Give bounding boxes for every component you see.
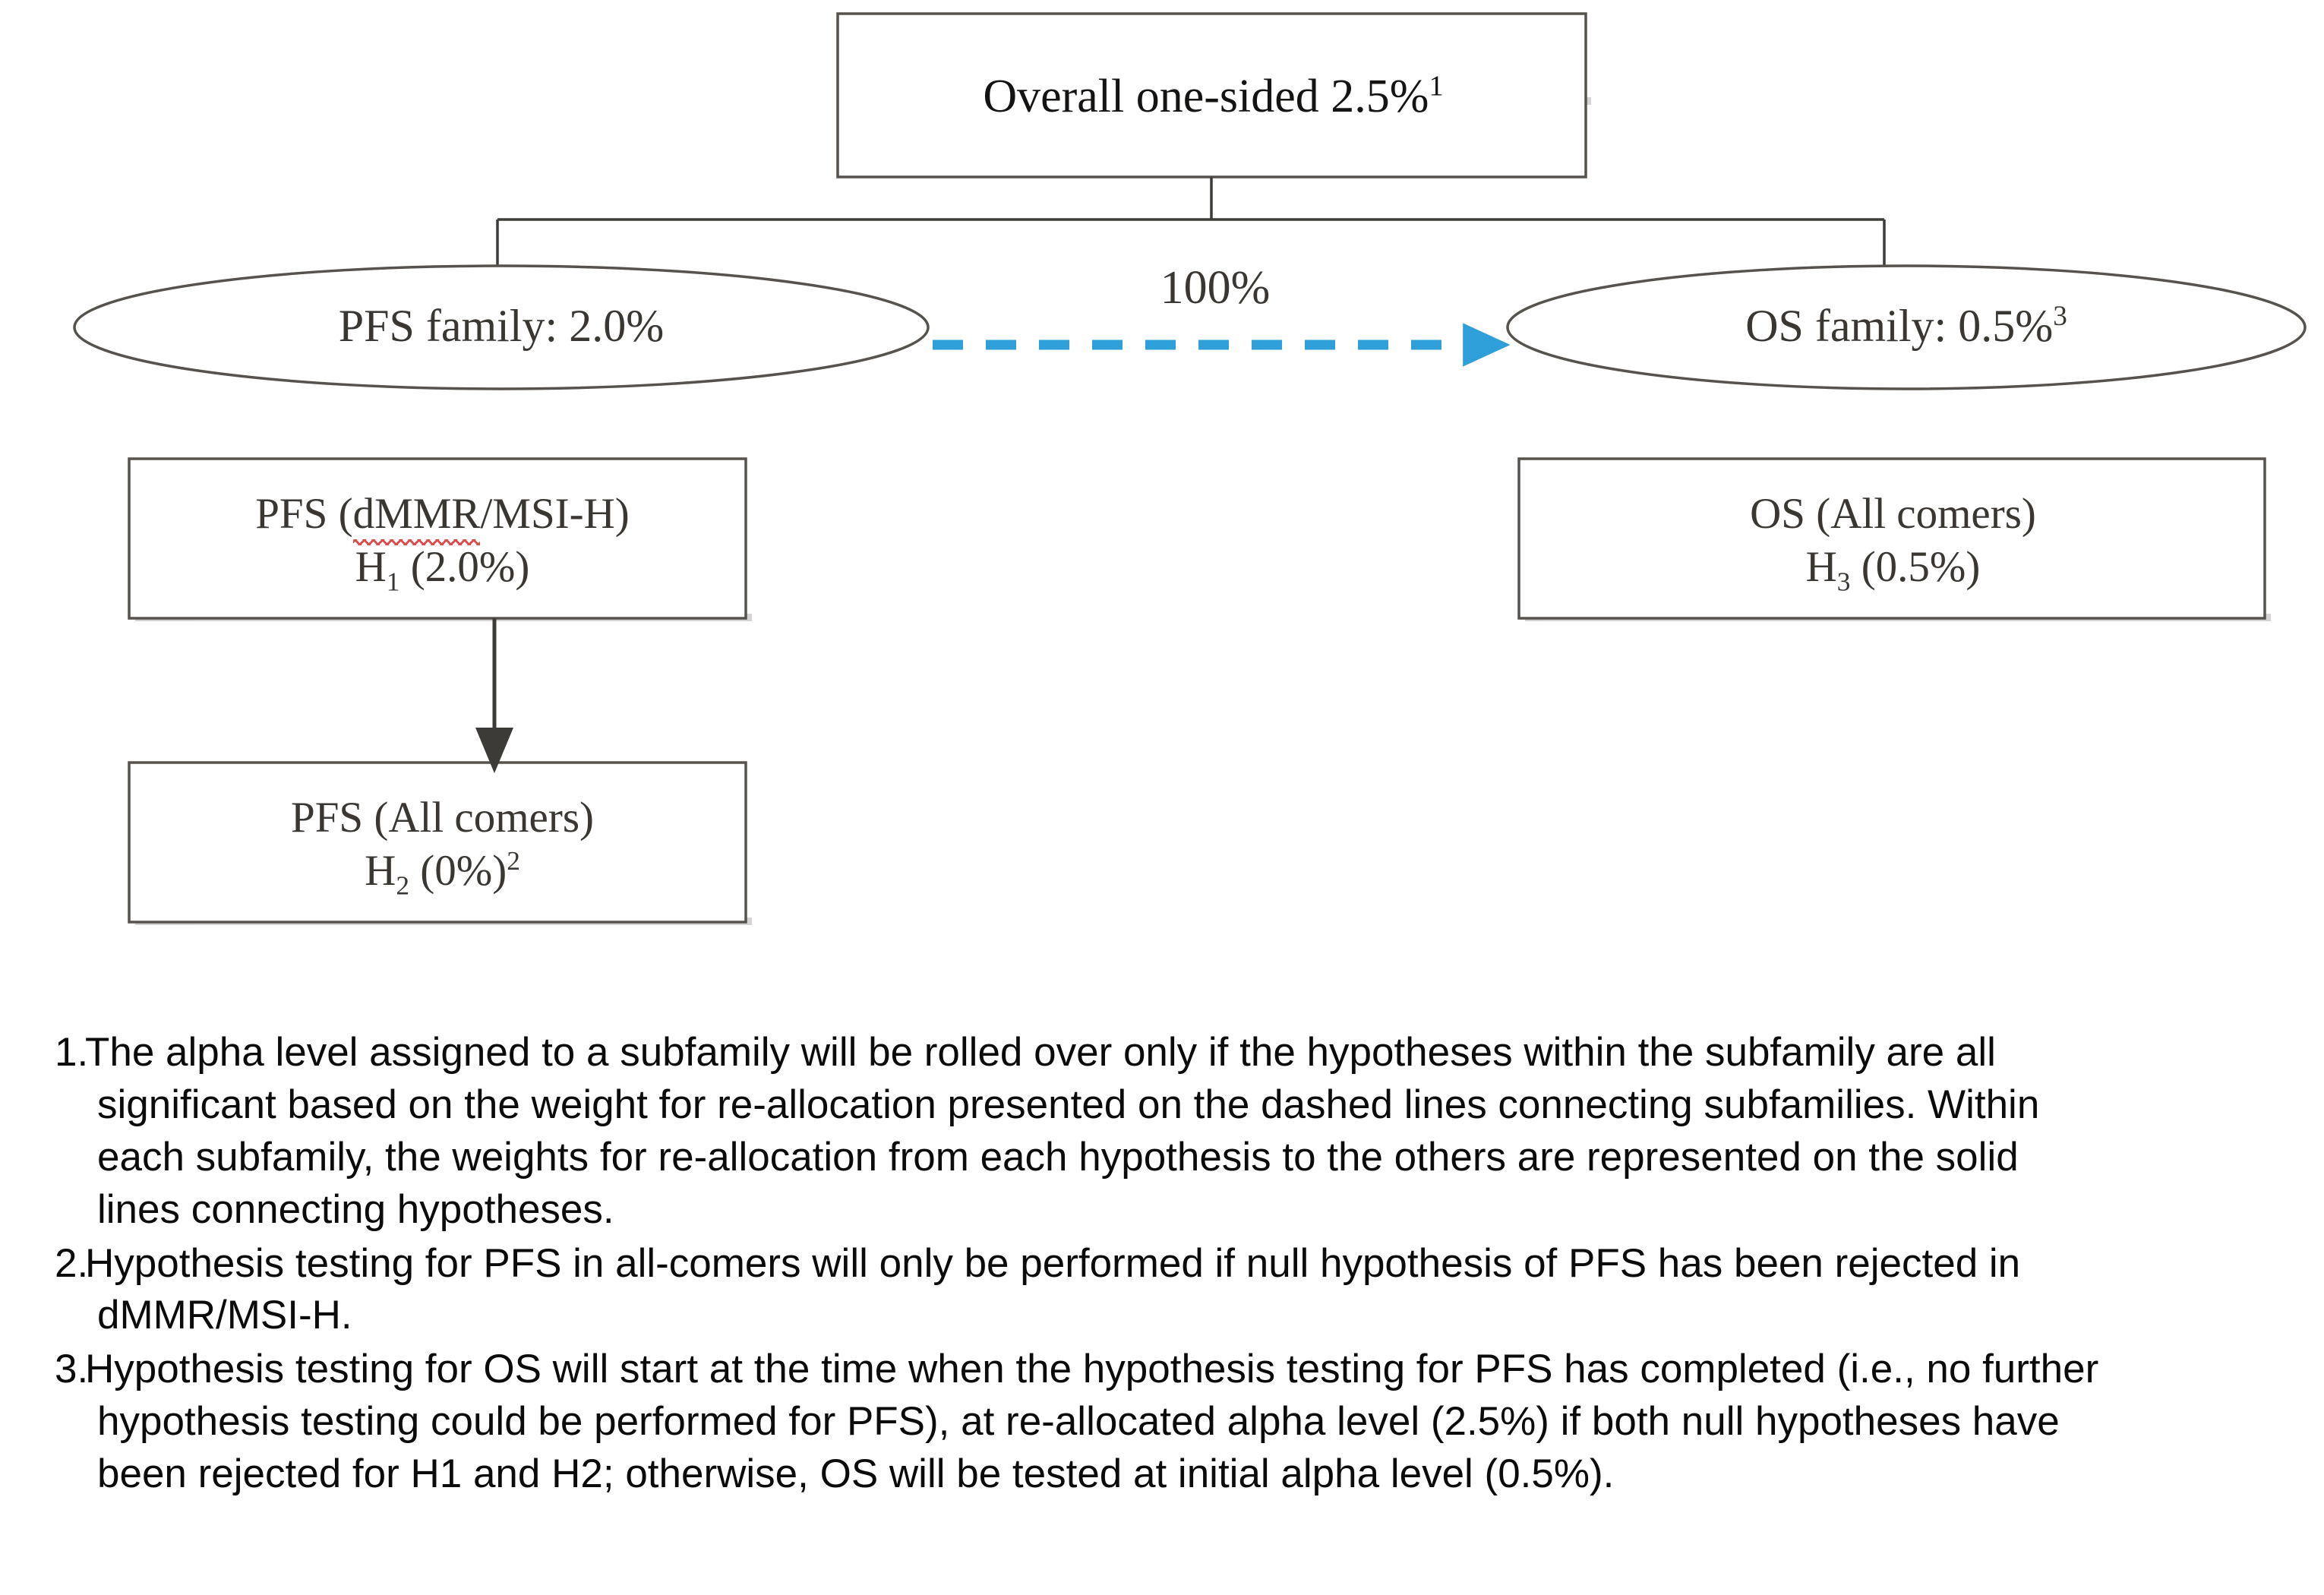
footnote-text: Hypothesis testing for PFS in all-comers…	[85, 1240, 2021, 1338]
diagram-shapes-layer	[73, 12, 2307, 925]
pfs-family-ellipse-shape	[73, 264, 930, 390]
footnote-marker: 2.	[55, 1240, 89, 1286]
alpha-allocation-diagram: Overall one-sided 2.5%1 PFS family: 2.0%…	[73, 12, 2307, 925]
footnote-item-1: 1. The alpha level assigned to a subfami…	[0, 1027, 2324, 1237]
os-family-ellipse-shape	[1506, 264, 2307, 390]
os-all-comers-box-shape	[1517, 457, 2266, 620]
pfs-all-comers-box-shape	[128, 761, 747, 924]
pfs-dmmr-box-shape	[128, 457, 747, 620]
footnote-text: The alpha level assigned to a subfamily …	[85, 1030, 2040, 1232]
family-bracket-connector	[496, 177, 1886, 267]
footnote-item-3: 3. Hypothesis testing for OS will start …	[0, 1344, 2324, 1501]
overall-alpha-box-shape	[836, 12, 1587, 178]
footnote-marker: 3.	[55, 1347, 89, 1392]
footnote-marker: 1.	[55, 1030, 89, 1075]
footnote-text: Hypothesis testing for OS will start at …	[85, 1347, 2099, 1497]
footnote-item-2: 2. Hypothesis testing for PFS in all-com…	[0, 1238, 2324, 1343]
footnote-list: 1. The alpha level assigned to a subfami…	[0, 1027, 2324, 1502]
